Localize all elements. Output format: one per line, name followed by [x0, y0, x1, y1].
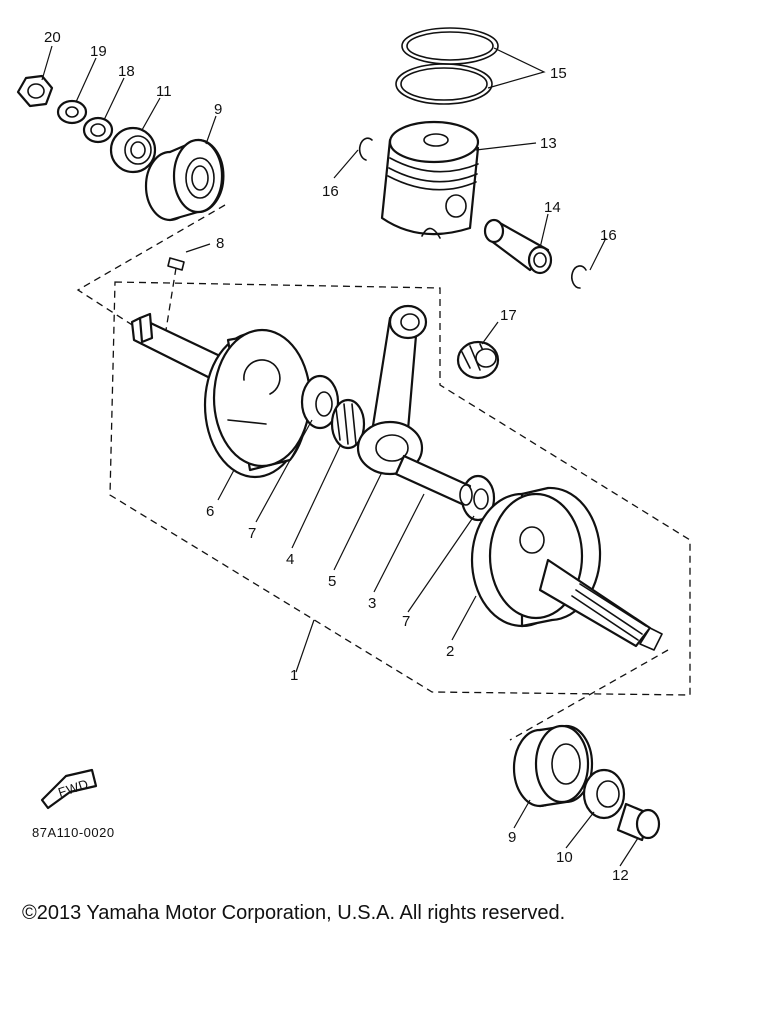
piston-ring-lower-15 — [395, 63, 493, 105]
washer-18 — [82, 116, 114, 144]
callout-14: 14 — [544, 199, 561, 216]
callout-17: 17 — [500, 307, 517, 324]
callout-9-top: 9 — [214, 101, 222, 118]
callout-11: 11 — [156, 83, 172, 100]
callout-3: 3 — [368, 595, 376, 612]
guide-line-key — [165, 267, 177, 331]
bearing-9-left — [144, 138, 225, 222]
piston-ring-upper-15 — [401, 27, 499, 65]
callout-4: 4 — [286, 551, 294, 568]
circlip-16-left — [358, 137, 373, 161]
guide-line-right-bearing — [509, 649, 669, 741]
crank-left-half-6 — [130, 312, 312, 479]
guide-line-left-bearing — [76, 204, 226, 331]
collar-12 — [616, 802, 661, 842]
piston-13 — [380, 120, 480, 239]
fwd-arrow-icon: FWD — [40, 768, 98, 810]
big-end-bearing-4 — [330, 398, 366, 450]
connecting-rod-5 — [356, 304, 428, 476]
diagram-code: 87A110-0020 — [32, 825, 115, 840]
oil-seal-11 — [109, 126, 157, 174]
callout-8: 8 — [216, 235, 224, 252]
callout-20: 20 — [44, 29, 61, 46]
callout-15: 15 — [550, 65, 567, 82]
circlip-16-right — [571, 265, 587, 289]
callout-13: 13 — [540, 135, 557, 152]
lock-washer-19 — [56, 99, 88, 125]
callout-16-left: 16 — [322, 183, 339, 200]
crank-pin-3 — [394, 454, 473, 506]
oil-seal-10 — [582, 768, 626, 820]
assembly-outline — [109, 281, 691, 696]
callout-5: 5 — [328, 573, 336, 590]
callout-9-bottom: 9 — [508, 829, 516, 846]
crank-right-half-2 — [470, 486, 663, 651]
copyright-notice: ©2013 Yamaha Motor Corporation, U.S.A. A… — [22, 902, 566, 924]
woodruff-key-8 — [167, 257, 185, 271]
callout-labels: 20 19 18 11 9 15 13 16 14 16 8 17 6 7 4 … — [44, 29, 629, 884]
nut-20 — [16, 74, 54, 108]
piston-pin-14 — [483, 218, 553, 275]
callout-18: 18 — [118, 63, 135, 80]
callout-10: 10 — [556, 849, 573, 866]
leader-lines — [41, 45, 639, 867]
small-end-bearing-17 — [456, 340, 500, 380]
callout-16-right: 16 — [600, 227, 617, 244]
callout-12: 12 — [612, 867, 629, 884]
callout-19: 19 — [90, 43, 107, 60]
thrust-washer-7-left — [300, 374, 340, 430]
callout-7-left: 7 — [248, 525, 256, 542]
bearing-9-right — [512, 724, 594, 808]
callout-1: 1 — [290, 667, 298, 684]
callout-2: 2 — [446, 643, 454, 660]
callout-7-right: 7 — [402, 613, 410, 630]
callout-6: 6 — [206, 503, 214, 520]
